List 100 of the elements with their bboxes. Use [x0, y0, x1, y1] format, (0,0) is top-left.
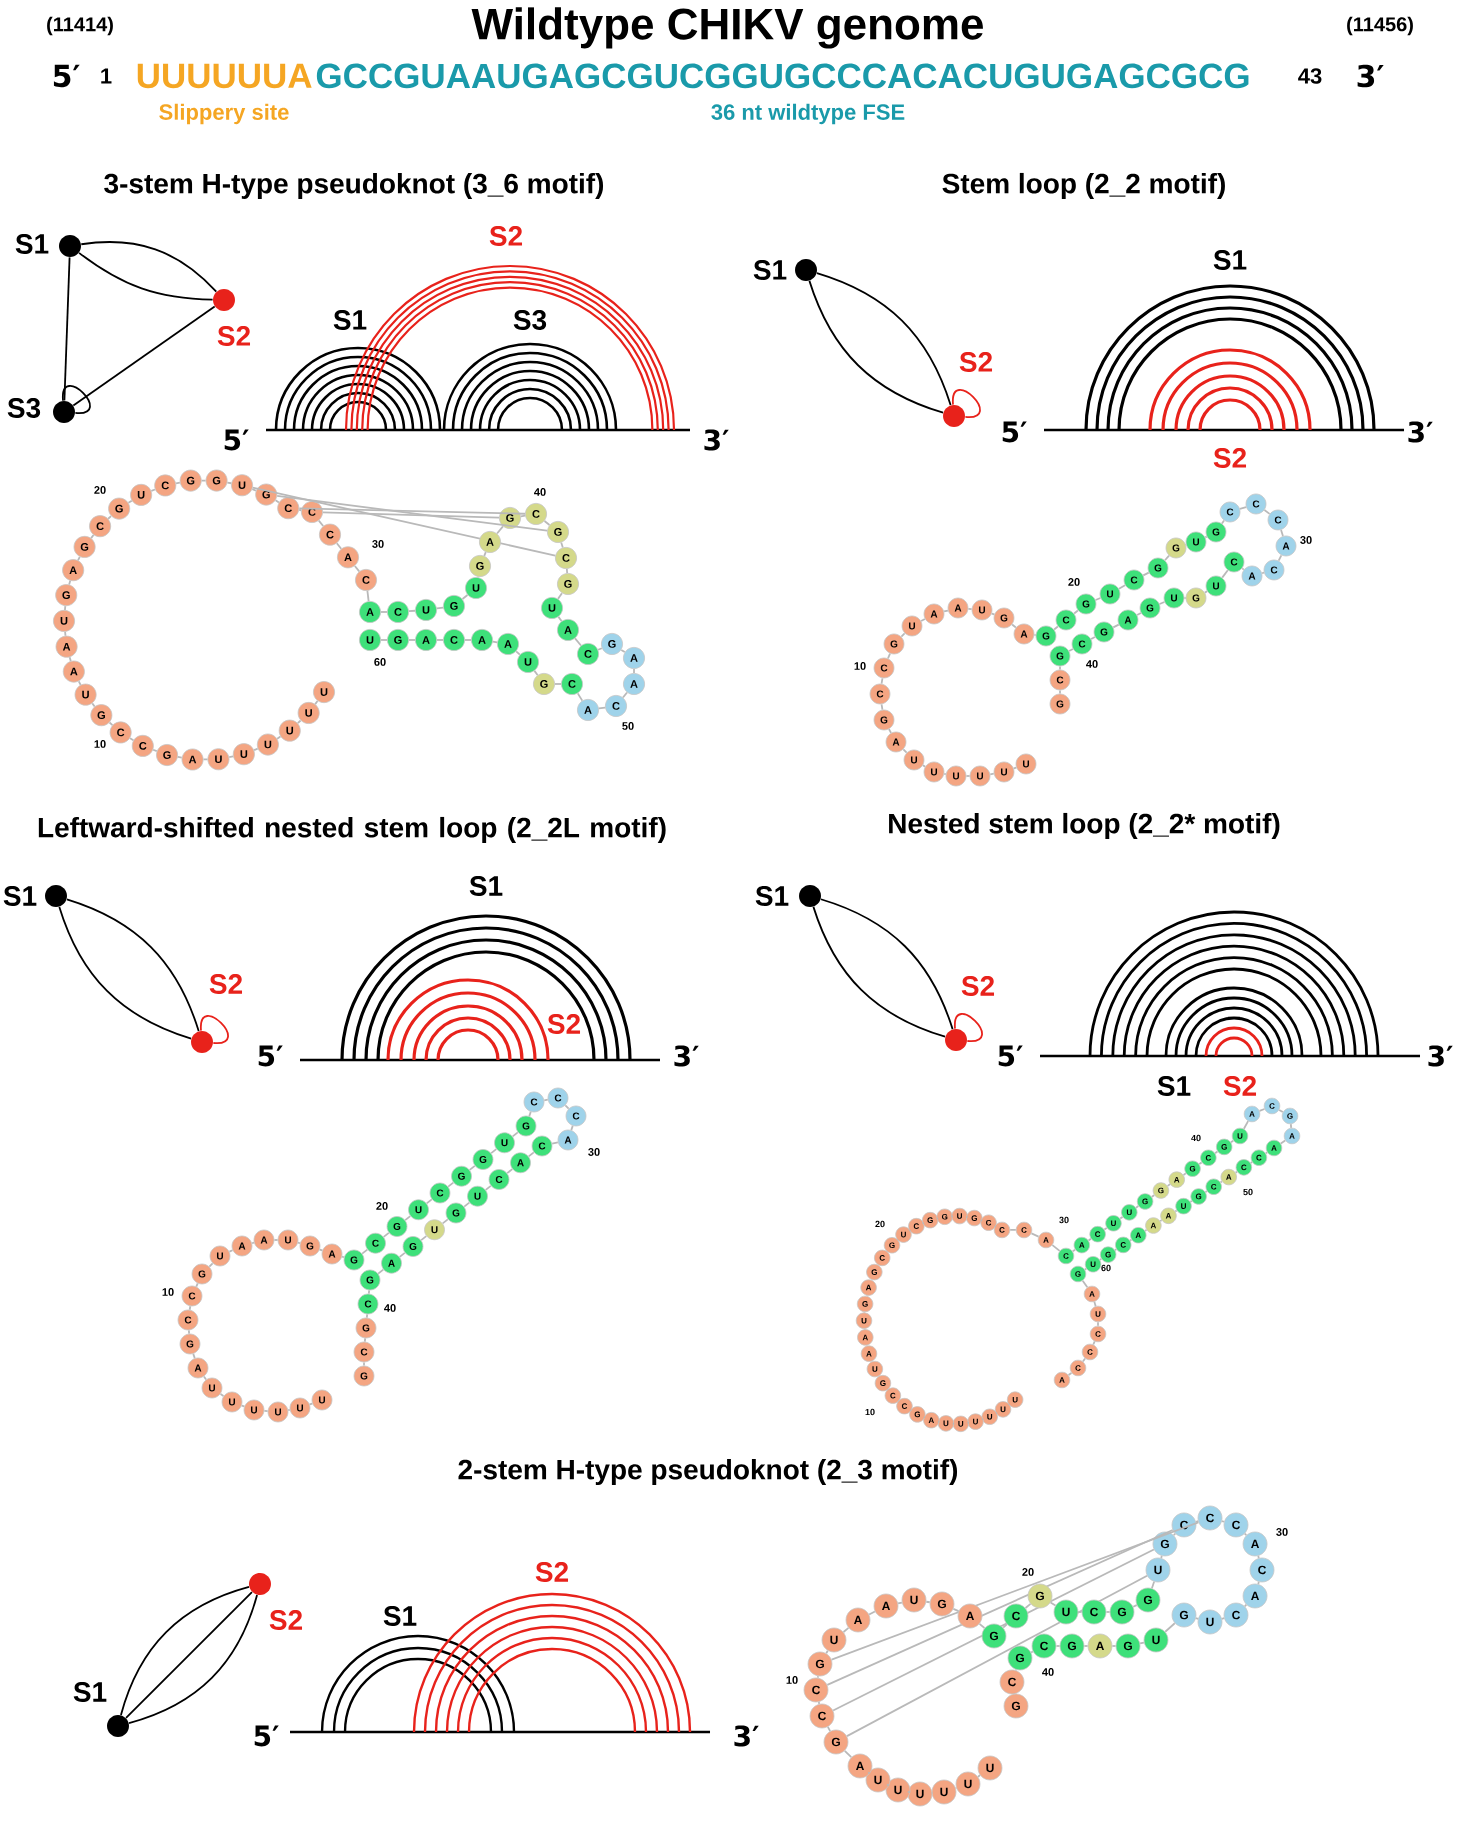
backbone-line [1221, 519, 1225, 525]
backbone-line [886, 1783, 890, 1787]
backbone-line [483, 551, 487, 557]
backbone-line [219, 1393, 225, 1397]
graph-node: S1 [755, 885, 821, 907]
backbone-line [195, 1282, 199, 1288]
backbone-line [382, 1232, 390, 1238]
backbone-line [990, 612, 996, 616]
backbone-line [560, 541, 564, 549]
end-label: 3′ [734, 1725, 759, 1747]
backbone-line [902, 748, 908, 754]
backbone-line [68, 579, 72, 586]
title: Wildtype CHIKV genome [471, 7, 983, 49]
pairing-line [832, 1548, 1155, 1712]
backbone-line [64, 605, 67, 611]
backbone-line [251, 488, 257, 492]
node-label: S1 [3, 886, 37, 906]
backbone-line [825, 1649, 829, 1655]
backbone-line [922, 764, 926, 768]
graph-edge [78, 252, 214, 301]
end-label: 5′ [254, 1725, 279, 1747]
end-label: 5′ [258, 1045, 283, 1067]
backbone-line [188, 1305, 192, 1311]
backbone-line [1214, 1150, 1219, 1155]
backbone-line [943, 609, 949, 613]
backbone-line [1164, 1622, 1176, 1633]
backbone-line [633, 668, 635, 674]
backbone-line [515, 650, 521, 656]
node-label: S2 [209, 974, 243, 994]
backbone-line [308, 1402, 314, 1406]
graph-node: S1 [3, 885, 67, 907]
region-label: Slippery site [159, 103, 289, 125]
backbone-line [506, 1168, 514, 1174]
graph-edge [80, 241, 218, 293]
backbone-line [192, 1352, 196, 1360]
backbone-line [977, 1774, 981, 1778]
backbone-line [363, 1337, 367, 1343]
backbone-line [490, 1148, 498, 1154]
pairing-line [251, 486, 557, 557]
backbone-line [274, 499, 280, 504]
backbone-line [842, 1627, 850, 1633]
backbone-line [1103, 1227, 1108, 1231]
stem-label: S1 [333, 310, 367, 330]
backbone-line [1002, 1623, 1008, 1629]
end-label: 3′ [704, 429, 729, 451]
backbone-line [925, 1600, 931, 1604]
end-label: 3′ [674, 1045, 699, 1067]
backbone-line [1164, 554, 1170, 562]
backbone-line [1263, 509, 1271, 515]
backbone-line [228, 755, 234, 758]
pairing-line [298, 507, 526, 515]
backbone-line [880, 703, 884, 711]
backbone-line [1139, 1641, 1145, 1645]
backbone-line [570, 1124, 574, 1131]
backbone-line [1087, 1237, 1092, 1242]
graph-edge [62, 385, 91, 414]
backbone-line [965, 775, 971, 777]
backbone-line [543, 520, 551, 526]
graph-node: S1 [73, 1682, 129, 1737]
backbone-line [557, 592, 563, 600]
backbone-line [897, 1601, 903, 1605]
backbone-line [551, 1141, 559, 1145]
stem-label: S1 [1213, 250, 1247, 270]
backbone-line [1118, 584, 1126, 590]
backbone-line [127, 499, 133, 504]
backbone-line [528, 1110, 532, 1117]
backbone-line [887, 652, 891, 660]
backbone-line [1092, 1340, 1096, 1346]
backbone-line [367, 1289, 371, 1295]
backbone-line [1055, 1645, 1061, 1647]
end-label: 3′ [1357, 64, 1384, 88]
backbone-line [1258, 1108, 1266, 1112]
graph-edge [200, 1015, 229, 1044]
pairing-line [826, 1529, 1174, 1686]
end-label: 5′ [1002, 421, 1027, 443]
backbone-line [447, 1181, 455, 1188]
graph-node: S2 [945, 976, 994, 1051]
backbone-line [1166, 1183, 1171, 1187]
backbone-line [91, 702, 96, 708]
backbone-line [1105, 1611, 1111, 1613]
backbone-line [1278, 1109, 1284, 1113]
backbone-line [1083, 1645, 1089, 1647]
backbone-line [77, 555, 81, 562]
backbone-line [827, 1726, 832, 1732]
backbone-line [200, 479, 207, 482]
backbone-line [366, 590, 370, 602]
backbone-line [978, 1623, 986, 1629]
backbone-line [468, 1165, 476, 1171]
backbone-line [920, 618, 926, 622]
graph-node: S1 [753, 259, 817, 281]
backbone-line [1243, 1120, 1249, 1130]
backbone-line [1280, 529, 1284, 537]
backbone-line [1119, 1216, 1124, 1220]
backbone-line [1158, 601, 1166, 605]
pairing-line [846, 1574, 1148, 1738]
backbone-line [263, 1409, 269, 1413]
backbone-line [620, 649, 626, 653]
backbone-line [314, 700, 319, 705]
node-label: S2 [217, 326, 251, 346]
position-number: 43 [1298, 68, 1322, 84]
